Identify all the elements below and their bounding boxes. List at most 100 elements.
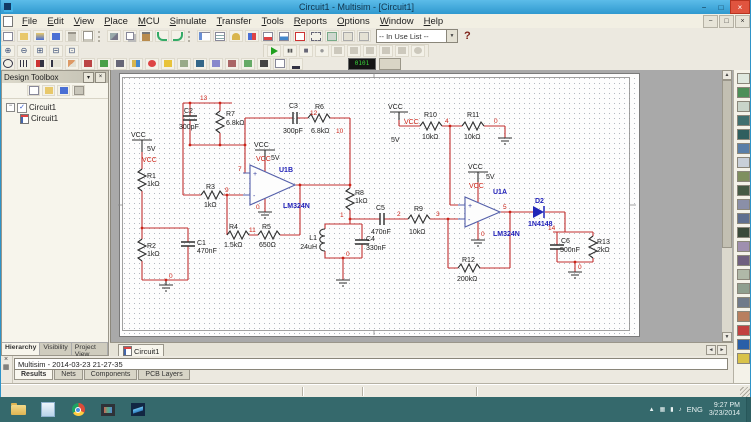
component-wizard-icon[interactable]: [245, 30, 259, 42]
menu-transfer[interactable]: Transfer: [212, 16, 257, 27]
spreadsheet-grid-icon[interactable]: ▦: [0, 363, 12, 371]
menu-edit[interactable]: Edit: [42, 16, 68, 27]
chevron-down-icon[interactable]: ▼: [446, 30, 457, 42]
tray-app-icon[interactable]: ▦: [660, 406, 666, 413]
print-icon[interactable]: [65, 30, 79, 42]
help-icon[interactable]: ?: [464, 30, 471, 42]
new-sheet-icon[interactable]: [27, 85, 40, 96]
spreadsheet-view-icon[interactable]: [213, 30, 227, 42]
run-simulation-icon[interactable]: [267, 45, 281, 57]
zoom-out-icon[interactable]: ⊖: [17, 45, 31, 57]
toolbar-grip[interactable]: [188, 31, 194, 42]
scroll-down-icon[interactable]: ▼: [722, 332, 732, 342]
tab-visibility[interactable]: Visibility: [40, 343, 71, 355]
redo-icon[interactable]: [171, 30, 185, 42]
stop-simulation-icon[interactable]: ■: [299, 45, 313, 57]
word-generator-icon[interactable]: [737, 171, 750, 182]
tab-project-view[interactable]: Project View: [72, 343, 108, 355]
place-misc-icon[interactable]: [177, 58, 191, 70]
tab-hierarchy[interactable]: Hierarchy: [2, 343, 40, 355]
file-explorer-icon[interactable]: [5, 399, 31, 420]
run-to-cursor-icon[interactable]: [395, 45, 409, 57]
agilent-function-generator-icon[interactable]: [737, 269, 750, 280]
current-probe-icon[interactable]: [737, 353, 750, 364]
place-indicator-icon[interactable]: [145, 58, 159, 70]
breakpoint-icon[interactable]: [411, 45, 425, 57]
logic-analyzer-icon[interactable]: [737, 185, 750, 196]
place-analog-icon[interactable]: [65, 58, 79, 70]
place-power-icon[interactable]: [161, 58, 175, 70]
tab-pcb-layers[interactable]: PCB Layers: [138, 370, 189, 380]
toggle-design-toolbox-icon[interactable]: [197, 30, 211, 42]
copy-icon[interactable]: [123, 30, 137, 42]
place-ttl-icon[interactable]: [81, 58, 95, 70]
agilent-multimeter-icon[interactable]: [737, 283, 750, 294]
chrome-icon[interactable]: [65, 399, 91, 420]
function-generator-icon[interactable]: [737, 87, 750, 98]
database-manager-icon[interactable]: [229, 30, 243, 42]
internet-explorer-icon[interactable]: [35, 399, 61, 420]
photo-app-icon[interactable]: [95, 399, 121, 420]
spectrum-analyzer-icon[interactable]: [737, 241, 750, 252]
paste-icon[interactable]: [139, 30, 153, 42]
scrollbar-thumb[interactable]: [722, 80, 732, 248]
menu-tools[interactable]: Tools: [257, 16, 289, 27]
logic-converter-icon[interactable]: [737, 199, 750, 210]
vertical-scrollbar[interactable]: ▲ ▼: [722, 70, 732, 342]
place-mcu-icon[interactable]: [257, 58, 271, 70]
pause-simulation-icon[interactable]: ▮▮: [283, 45, 297, 57]
place-rf-icon[interactable]: [209, 58, 223, 70]
step-into-icon[interactable]: [347, 45, 361, 57]
place-hierarchical-block-icon[interactable]: [273, 58, 287, 70]
tab-components[interactable]: Components: [84, 370, 138, 380]
iv-analyzer-icon[interactable]: [737, 213, 750, 224]
wattmeter-icon[interactable]: [737, 101, 750, 112]
step-over-icon[interactable]: [363, 45, 377, 57]
panel-pin-icon[interactable]: ▾: [83, 72, 94, 83]
back-annotate-icon[interactable]: [341, 30, 355, 42]
menu-simulate[interactable]: Simulate: [165, 16, 212, 27]
menu-file[interactable]: File: [17, 16, 42, 27]
tree-root-row[interactable]: − ✓ Circuit1: [6, 102, 108, 113]
zoom-fullscreen-icon[interactable]: ⊡: [65, 45, 79, 57]
tray-expand-icon[interactable]: ▲: [649, 407, 655, 413]
tree-child-row[interactable]: Circuit1: [6, 113, 108, 124]
menu-place[interactable]: Place: [99, 16, 133, 27]
distortion-analyzer-icon[interactable]: [737, 227, 750, 238]
mdi-close-icon[interactable]: ×: [735, 15, 750, 28]
panel-close-icon[interactable]: ×: [95, 72, 106, 83]
show-desktop-button[interactable]: [746, 397, 751, 422]
place-transistor-icon[interactable]: [49, 58, 63, 70]
place-peripherals-icon[interactable]: [193, 58, 207, 70]
bode-plotter-icon[interactable]: [737, 143, 750, 154]
collapse-icon[interactable]: −: [6, 103, 15, 112]
zoom-fit-icon[interactable]: ⊟: [49, 45, 63, 57]
network-analyzer-icon[interactable]: [737, 255, 750, 266]
menu-reports[interactable]: Reports: [289, 16, 332, 27]
toolbar-grip[interactable]: [98, 31, 104, 42]
agilent-oscilloscope-icon[interactable]: [737, 297, 750, 308]
place-diode-icon[interactable]: [33, 58, 47, 70]
new-icon[interactable]: [1, 30, 15, 42]
print-preview-icon[interactable]: [81, 30, 95, 42]
multimeter-icon[interactable]: [737, 73, 750, 84]
tab-nets[interactable]: Nets: [54, 370, 82, 380]
menu-options[interactable]: Options: [332, 16, 375, 27]
scroll-up-icon[interactable]: ▲: [722, 70, 732, 80]
open-sheet-icon[interactable]: [42, 85, 55, 96]
oscilloscope-icon[interactable]: [737, 115, 750, 126]
place-cmos-icon[interactable]: [97, 58, 111, 70]
grapher-icon[interactable]: [261, 30, 275, 42]
record-icon[interactable]: ●: [315, 45, 329, 57]
in-use-list-dropdown[interactable]: -- In Use List -- ▼: [376, 29, 458, 43]
menu-help[interactable]: Help: [419, 16, 449, 27]
volume-icon[interactable]: ♪: [679, 407, 682, 413]
close-icon[interactable]: ×: [730, 0, 750, 14]
place-misc-digital-icon[interactable]: [113, 58, 127, 70]
place-bus-icon[interactable]: [289, 58, 303, 70]
capture-area-icon[interactable]: [309, 30, 323, 42]
visibility-check-icon[interactable]: ✓: [17, 103, 27, 113]
restore-icon[interactable]: □: [713, 1, 729, 13]
schematic-sheet[interactable]: [119, 73, 640, 337]
clock[interactable]: 9:27 PM 3/23/2014: [709, 402, 740, 418]
